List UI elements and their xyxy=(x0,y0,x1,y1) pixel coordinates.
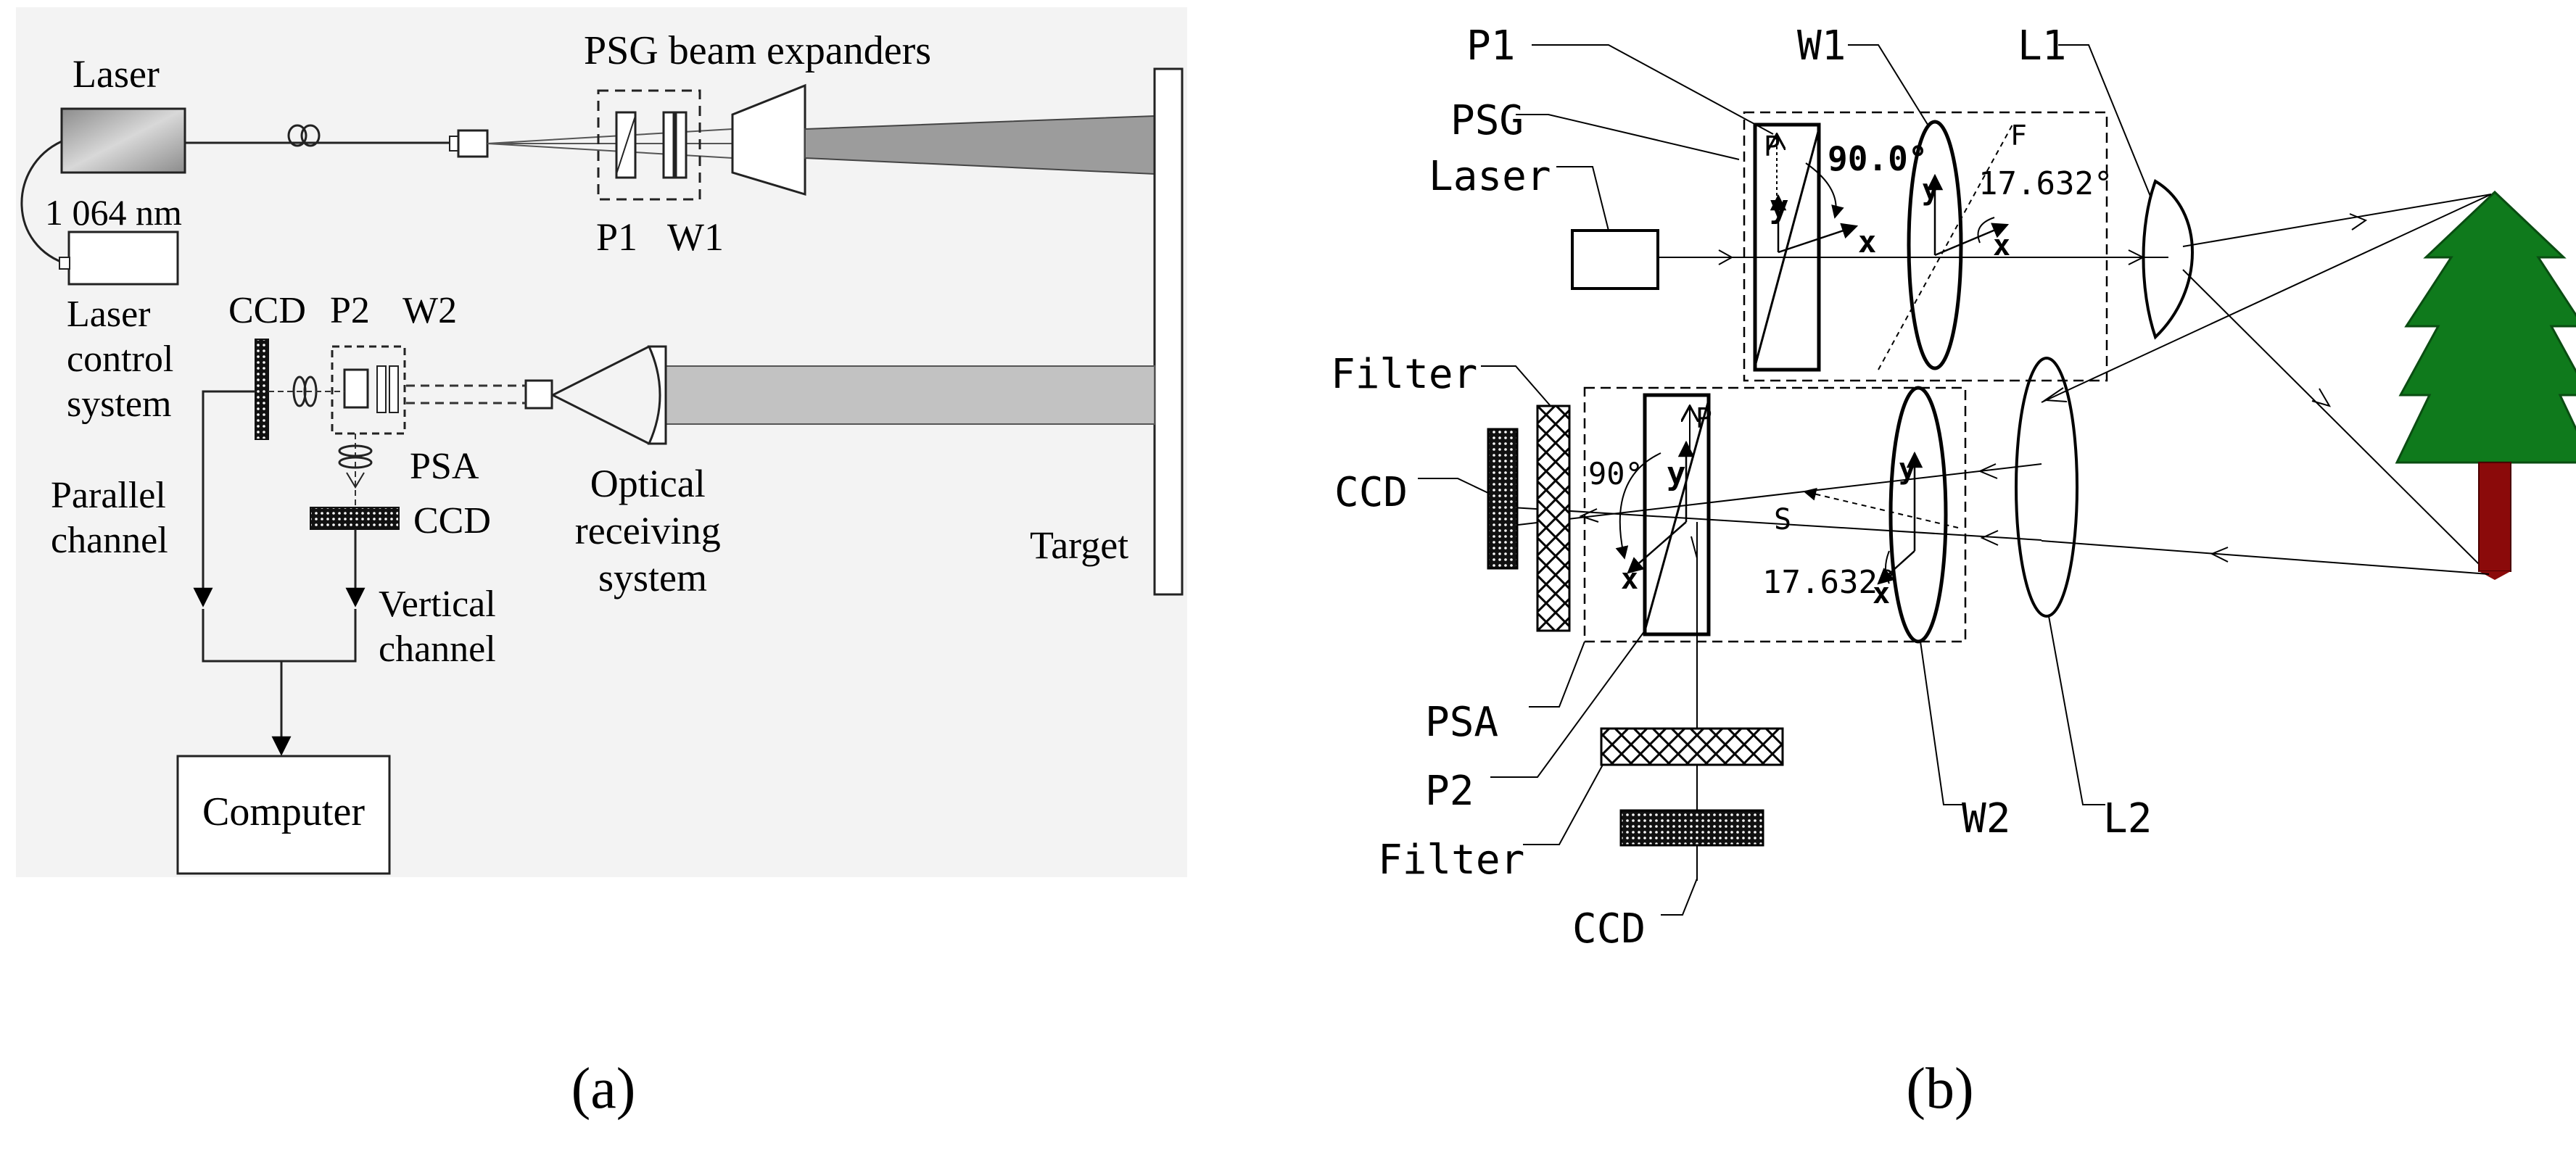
beam-expander xyxy=(731,83,806,196)
b-l1-label: L1 xyxy=(2018,22,2066,70)
b-p2-label: P2 xyxy=(1425,768,1474,815)
computer-label: Computer xyxy=(202,789,365,834)
target-label: Target xyxy=(1030,523,1128,567)
b-angle-w2: 17.632° xyxy=(1762,564,1896,601)
b-filter-left xyxy=(1536,405,1571,632)
b-p1-label: P1 xyxy=(1466,22,1515,70)
b-s-label: S xyxy=(1774,503,1791,536)
b-angle-90-top: 90.0° xyxy=(1828,139,1928,178)
laser-label: Laser xyxy=(73,52,160,96)
b-angle-w1: 17.632° xyxy=(1978,165,2113,202)
ccd-bottom-label: CCD xyxy=(413,500,491,542)
b-filter-left-label: Filter xyxy=(1331,351,1477,398)
b-w2-label: W2 xyxy=(1962,795,2010,842)
vertical-channel-label: Vertical channel xyxy=(379,584,505,670)
caption-a: (a) xyxy=(571,1057,636,1121)
caption-b: (b) xyxy=(1906,1057,1973,1121)
b-l2-lens xyxy=(2015,357,2078,618)
b-p1-polarizer xyxy=(1753,123,1821,372)
b-p2-polarizer xyxy=(1643,393,1711,636)
laser-source xyxy=(60,107,186,174)
b-w1-label: W1 xyxy=(1797,22,1846,70)
parallel-channel-line xyxy=(193,390,255,607)
p1-label: P1 xyxy=(596,215,637,259)
w1-waveplate xyxy=(662,111,675,179)
panel-a: Laser 1 064 nm Laser control system PSG … xyxy=(16,7,1187,1121)
b-laser-box xyxy=(1571,229,1659,290)
b-ccd-left xyxy=(1487,428,1519,570)
b-ccd-bottom xyxy=(1619,809,1764,847)
computer-box xyxy=(176,755,391,875)
psa-box xyxy=(331,345,406,435)
b-x1-label: x xyxy=(1858,224,1876,260)
control-cable xyxy=(20,140,70,266)
b-ccd-bottom-label: CCD xyxy=(1572,905,1646,953)
ccd-vertical xyxy=(310,507,400,530)
b-y4-label: y xyxy=(1899,452,1916,486)
b-filter-bottom xyxy=(1600,727,1784,766)
b-f-label: F xyxy=(2010,120,2027,152)
b-y3-label: y xyxy=(1667,455,1686,492)
ccd-parallel xyxy=(255,339,269,440)
parallel-channel-label: Parallel channel xyxy=(51,475,176,561)
b-laser-label: Laser xyxy=(1429,153,1551,200)
psg-beam-expanders-label: PSG beam expanders xyxy=(584,28,931,73)
panel-b: P1 W1 L1 PSG Laser P y x 90.0° y x F 17. xyxy=(1331,22,2576,1121)
collimator-top xyxy=(457,129,489,158)
p2-label: P2 xyxy=(330,290,370,331)
receiving-lens xyxy=(647,345,667,445)
fiber-coil xyxy=(287,124,307,147)
receive-beam xyxy=(665,365,1155,425)
laser-control-label: Laser control system xyxy=(67,294,183,425)
b-l1-lens xyxy=(2142,179,2194,340)
b-filter-bottom-label: Filter xyxy=(1378,837,1524,884)
b-p-bottom-label: P xyxy=(1696,402,1712,434)
psg-box xyxy=(597,89,701,201)
b-p-top-label: P xyxy=(1764,130,1780,162)
optical-receiving-label: Optical receiving system xyxy=(575,462,730,600)
b-psg-box xyxy=(1743,111,2108,382)
b-ccd-left-label: CCD xyxy=(1334,469,1408,516)
w1-label: W1 xyxy=(667,215,724,259)
tree-target xyxy=(2395,190,2576,464)
tree-trunk xyxy=(2478,462,2511,572)
collimator-bottom xyxy=(524,379,553,410)
b-x3-label: x xyxy=(1621,563,1638,596)
psa-label: PSA xyxy=(410,446,479,487)
b-y2-label: y xyxy=(1922,173,1939,207)
w2-label: W2 xyxy=(402,290,457,331)
b-psg-label: PSG xyxy=(1450,97,1524,144)
laser-controller xyxy=(67,231,179,286)
b-x4-label: x xyxy=(1873,577,1890,610)
target-board xyxy=(1153,67,1184,596)
b-psa-box xyxy=(1583,386,1967,643)
wavelength-label: 1 064 nm xyxy=(45,192,182,233)
b-psa-label: PSA xyxy=(1425,699,1498,746)
b-w2-waveplate xyxy=(1888,386,1948,644)
ccd-top-label: CCD xyxy=(228,290,306,331)
b-l2-label: L2 xyxy=(2103,795,2152,842)
